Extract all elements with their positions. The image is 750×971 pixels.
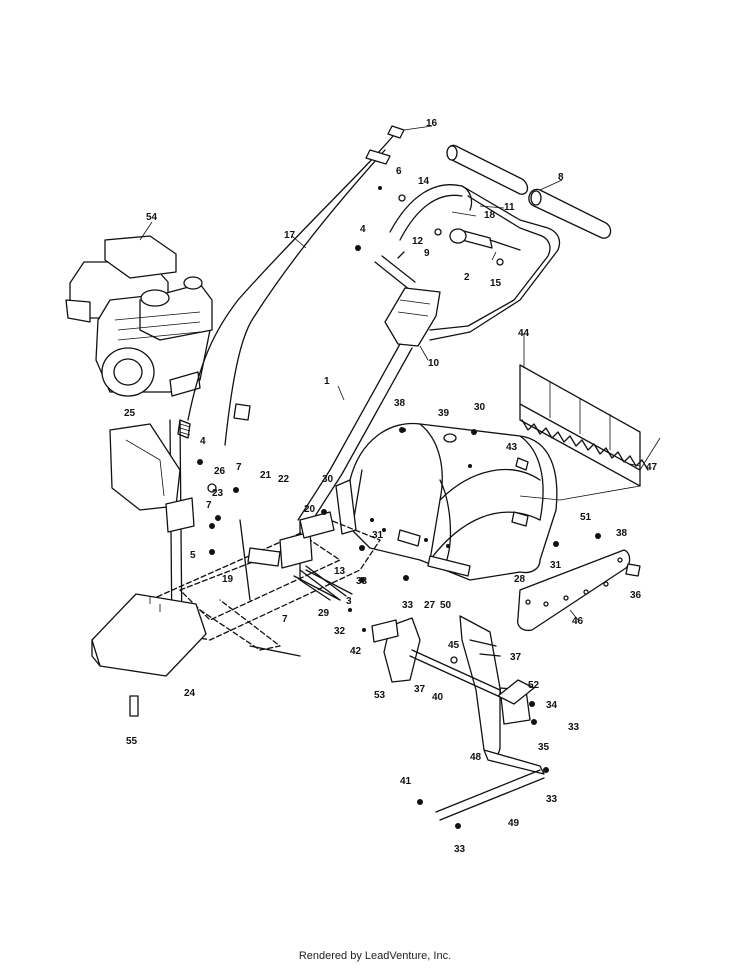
callout-49: 49 xyxy=(508,818,520,829)
callout-9: 9 xyxy=(424,248,430,259)
callout-25: 25 xyxy=(124,408,136,419)
callout-39: 39 xyxy=(438,408,450,419)
callout-36: 36 xyxy=(630,590,642,601)
callout-8: 8 xyxy=(558,172,564,183)
callout-21: 21 xyxy=(260,470,272,481)
callout-19: 19 xyxy=(222,574,234,585)
callout-4-top: 4 xyxy=(360,224,366,235)
callout-11: 11 xyxy=(504,202,515,213)
callout-40: 40 xyxy=(432,692,444,703)
callout-15: 15 xyxy=(490,278,502,289)
control-cables xyxy=(177,125,405,446)
callout-33-c: 33 xyxy=(568,722,580,733)
callout-37-left: 37 xyxy=(414,684,426,695)
depth-stake-linkage xyxy=(371,615,545,821)
callout-32: 32 xyxy=(334,626,346,637)
callout-34: 34 xyxy=(546,700,558,711)
callout-38-top: 38 xyxy=(394,398,406,409)
callout-42: 42 xyxy=(350,646,362,657)
callout-13: 13 xyxy=(334,566,346,577)
handle-bar xyxy=(297,343,413,525)
tine-shield xyxy=(335,422,558,581)
callout-12: 12 xyxy=(412,236,424,247)
callout-51: 51 xyxy=(580,512,592,523)
callout-14: 14 xyxy=(418,176,430,187)
callout-31-left: 31 xyxy=(372,530,384,541)
callout-33-a: 33 xyxy=(356,576,368,587)
callout-26: 26 xyxy=(214,466,226,477)
callout-18: 18 xyxy=(484,210,496,221)
callout-55: 55 xyxy=(126,736,138,747)
callout-17: 17 xyxy=(284,230,296,241)
callout-43: 43 xyxy=(506,442,518,453)
callout-23: 23 xyxy=(212,488,224,499)
callout-28: 28 xyxy=(514,574,526,585)
callout-2: 2 xyxy=(464,272,470,283)
callout-35: 35 xyxy=(538,742,550,753)
depth-bar-bracket xyxy=(516,549,641,632)
callout-4-left: 4 xyxy=(200,436,206,447)
callout-labels: 1 2 3 4 4 5 6 7 7 7 8 9 10 11 12 13 14 1… xyxy=(124,118,658,855)
callout-16: 16 xyxy=(426,118,438,129)
callout-7-b: 7 xyxy=(206,500,212,511)
engine-assembly xyxy=(65,235,213,397)
callout-10: 10 xyxy=(428,358,440,369)
callout-37-right: 37 xyxy=(510,652,522,663)
hardware-fasteners xyxy=(197,186,601,829)
callout-30-right: 30 xyxy=(474,402,486,413)
belt-cover xyxy=(109,423,195,533)
callout-52: 52 xyxy=(528,680,540,691)
callout-38-right: 38 xyxy=(616,528,628,539)
callout-29: 29 xyxy=(318,608,330,619)
rear-cover xyxy=(91,593,207,717)
callout-46: 46 xyxy=(572,616,584,627)
callout-50: 50 xyxy=(440,600,452,611)
callout-7-a: 7 xyxy=(236,462,242,473)
callout-53: 53 xyxy=(374,690,386,701)
callout-47: 47 xyxy=(646,462,658,473)
callout-6: 6 xyxy=(396,166,402,177)
callout-33-d: 33 xyxy=(546,794,558,805)
callout-1: 1 xyxy=(324,376,330,387)
callout-54: 54 xyxy=(146,212,158,223)
callout-24: 24 xyxy=(184,688,196,699)
callout-48: 48 xyxy=(470,752,482,763)
callout-33-e: 33 xyxy=(454,844,466,855)
callout-20: 20 xyxy=(304,504,316,515)
callout-33-b: 33 xyxy=(402,600,414,611)
callout-27: 27 xyxy=(424,600,436,611)
deflector-shield xyxy=(519,364,661,501)
callout-5: 5 xyxy=(190,550,196,561)
callout-30-left: 30 xyxy=(322,474,334,485)
callout-31-right: 31 xyxy=(550,560,562,571)
callout-41: 41 xyxy=(400,776,412,787)
callout-44: 44 xyxy=(518,328,530,339)
callout-45: 45 xyxy=(448,640,460,651)
callout-3: 3 xyxy=(346,596,352,607)
callout-leaders xyxy=(139,125,641,621)
callout-22: 22 xyxy=(278,474,290,485)
callout-7-c: 7 xyxy=(282,614,288,625)
footer-attribution: Rendered by LeadVenture, Inc. xyxy=(298,950,452,962)
handle-assembly xyxy=(374,144,612,347)
